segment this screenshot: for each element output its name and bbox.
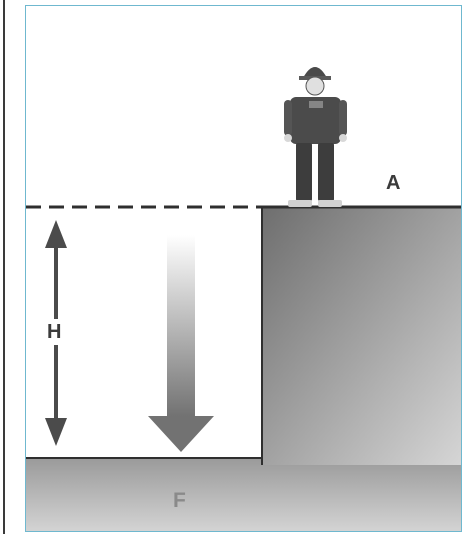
worker-right-arm bbox=[339, 100, 347, 136]
worker-left-shoe bbox=[288, 200, 312, 207]
worker-left-arm bbox=[284, 100, 292, 136]
worker-head bbox=[306, 77, 324, 95]
fall-height-diagram bbox=[26, 6, 462, 532]
ground-area bbox=[26, 458, 462, 532]
worker-right-hand bbox=[339, 134, 347, 142]
worker-right-leg bbox=[318, 143, 334, 201]
raised-platform bbox=[262, 207, 462, 465]
worker-left-leg bbox=[296, 143, 312, 201]
page-divider bbox=[3, 0, 5, 534]
worker-icon bbox=[284, 67, 347, 207]
descent-down-arrow-icon bbox=[148, 235, 214, 452]
point-a-label: A bbox=[386, 172, 400, 195]
worker-left-hand bbox=[284, 134, 292, 142]
worker-pocket bbox=[309, 101, 323, 108]
worker-right-shoe bbox=[318, 200, 342, 207]
diagram-frame: A H F bbox=[25, 5, 462, 532]
height-label: H bbox=[47, 321, 61, 344]
ground-label: F bbox=[173, 489, 186, 513]
